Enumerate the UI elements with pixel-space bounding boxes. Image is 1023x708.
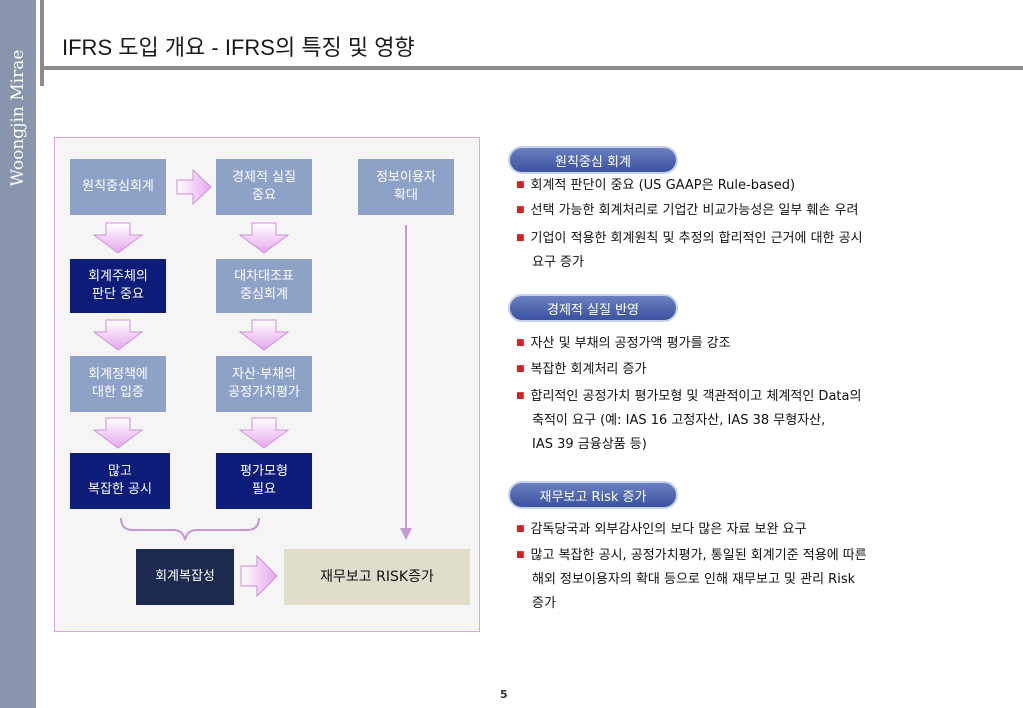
bullet-3-1: ■ 감독당국과 외부감사인의 보다 많은 자료 보완 요구 <box>516 517 986 542</box>
diagram-arrows <box>92 168 412 598</box>
bullet-marker: ■ <box>516 180 525 190</box>
bullet-marker: ■ <box>516 550 525 560</box>
bullet-text-cont: 축적이 요구 (예: IAS 16 고정자산, IAS 38 무형자산, <box>532 413 826 428</box>
sidebar-strip: Woongjin Mirae <box>0 0 36 708</box>
box-reporting-risk: 재무보고 RISK증가 <box>284 549 470 605</box>
down-arrow-c2-2 <box>238 319 290 351</box>
right-arrow-top <box>176 168 212 206</box>
box-principle-based: 원칙중심회계 <box>70 159 166 215</box>
bullet-marker: ■ <box>516 524 525 534</box>
bullet-marker: ■ <box>516 364 525 374</box>
bullet-text: 선택 가능한 회계처리로 기업간 비교가능성은 일부 훼손 우려 <box>530 203 859 218</box>
bullet-text: 감독당국과 외부감사인의 보다 많은 자료 보완 요구 <box>530 522 807 537</box>
bullet-marker: ■ <box>516 338 525 348</box>
bullet-text-cont: IAS 39 금융상품 등) <box>532 437 647 452</box>
bullet-2-2: ■ 복잡한 회계처리 증가 <box>516 357 986 382</box>
down-arrow-c2-1 <box>238 222 290 254</box>
box-complexity: 회계복잡성 <box>136 549 234 605</box>
vertical-divider <box>40 0 44 86</box>
down-arrow-c1-2 <box>92 319 144 351</box>
section-header-substance: 경제적 실질 반영 <box>508 294 678 322</box>
bullet-text: 합리적인 공정가치 평가모형 및 객관적이고 체계적인 Data의 <box>530 389 862 404</box>
header-divider <box>40 66 1023 70</box>
section-header-risk: 재무보고 Risk 증가 <box>508 481 678 509</box>
down-arrow-c1-1 <box>92 222 144 254</box>
bullet-2-1: ■ 자산 및 부채의 공정가액 평가를 강조 <box>516 331 986 356</box>
bullet-1-1: ■ 회계적 판단이 중요 (US GAAP은 Rule-based) <box>516 173 986 198</box>
bullet-text: 자산 및 부채의 공정가액 평가를 강조 <box>530 336 731 351</box>
down-arrow-c2-3 <box>238 417 290 449</box>
bullet-text-cont: 해외 정보이용자의 확대 등으로 인해 재무보고 및 관리 Risk <box>532 572 856 587</box>
brand-logo-text: Woongjin Mirae <box>8 49 28 187</box>
bullet-1-2: ■ 선택 가능한 회계처리로 기업간 비교가능성은 일부 훼손 우려 <box>516 198 986 223</box>
bracket-brace <box>120 517 260 541</box>
bullet-text: 기업이 적용한 회계원칙 및 추정의 합리적인 근거에 대한 공시 <box>530 231 863 246</box>
bullet-text-cont: 요구 증가 <box>532 255 584 270</box>
bullet-marker: ■ <box>516 233 525 243</box>
section-header-principle: 원칙중심 회계 <box>508 146 678 174</box>
page-title: IFRS 도입 개요 - IFRS의 특징 및 영향 <box>62 35 415 60</box>
bullet-marker: ■ <box>516 391 525 401</box>
bullet-text: 많고 복잡한 공시, 공정가치평가, 통일된 회계기준 적용에 따른 <box>530 548 867 563</box>
bullet-text-cont: 증가 <box>532 596 556 611</box>
right-arrow-bottom <box>240 554 278 598</box>
page-number: 5 <box>500 688 508 701</box>
long-down-arrowhead <box>400 528 412 540</box>
bullet-text: 회계적 판단이 중요 (US GAAP은 Rule-based) <box>530 178 796 193</box>
down-arrow-c1-3 <box>92 417 144 449</box>
bullet-marker: ■ <box>516 205 525 215</box>
bullet-text: 복잡한 회계처리 증가 <box>530 362 647 377</box>
